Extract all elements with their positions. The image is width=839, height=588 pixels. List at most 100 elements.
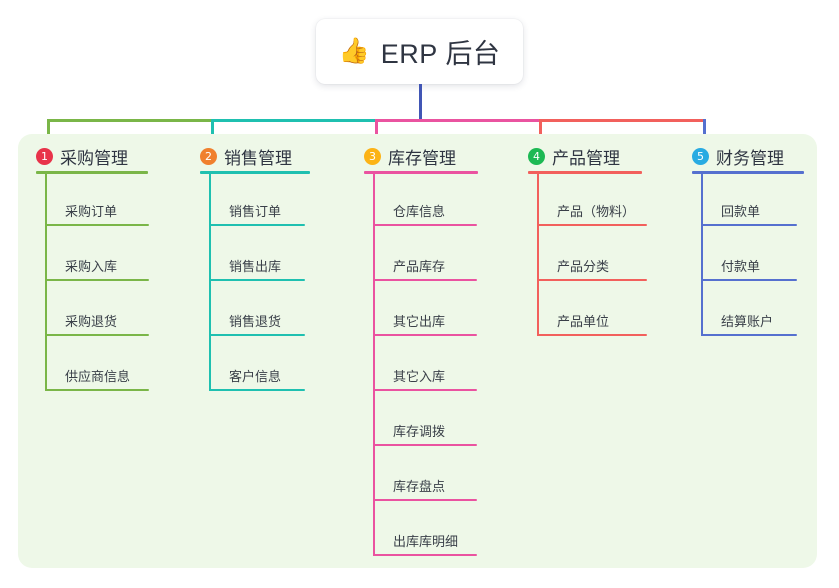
branch-column-5: 5 财务管理回款单付款单结算账户: [692, 134, 828, 568]
leaf-node-rule: [373, 334, 477, 336]
leaf-node-label: 结算账户: [721, 314, 774, 329]
leaf-node-rule: [209, 334, 305, 336]
leaf-node[interactable]: 库存盘点: [373, 471, 477, 501]
leaf-node-label: 付款单: [721, 259, 761, 274]
leaf-node-label: 采购入库: [65, 259, 118, 274]
leaf-node[interactable]: 销售订单: [209, 196, 305, 226]
leaf-node-label: 客户信息: [229, 369, 282, 384]
leaf-node[interactable]: 其它入库: [373, 361, 477, 391]
leaf-node-label: 销售订单: [229, 204, 282, 219]
branch-header-rule-4: [528, 171, 642, 174]
branch-spine-3: [373, 174, 375, 556]
leaf-node-rule: [373, 499, 477, 501]
branch-header-rule-1: [36, 171, 148, 174]
thumbs-up-icon: 👍: [338, 37, 370, 65]
leaf-node[interactable]: 付款单: [701, 251, 797, 281]
branch-badge-3: 3: [364, 148, 381, 165]
leaf-node[interactable]: 回款单: [701, 196, 797, 226]
leaf-node-label: 产品分类: [557, 259, 610, 274]
leaf-node-label: 产品库存: [393, 259, 446, 274]
branch-title-4: 产品管理: [552, 149, 620, 168]
bus-segment-2: [211, 119, 378, 122]
leaf-node[interactable]: 出库库明细: [373, 526, 477, 556]
leaf-node-rule: [537, 334, 647, 336]
branch-badge-1: 1: [36, 148, 53, 165]
leaf-node-rule: [209, 389, 305, 391]
branch-column-3: 3 库存管理仓库信息产品库存其它出库其它入库库存调拨库存盘点出库库明细: [364, 134, 508, 568]
branch-header-rule-5: [692, 171, 804, 174]
leaf-node-rule: [45, 334, 149, 336]
leaf-node[interactable]: 其它出库: [373, 306, 477, 336]
leaf-node-label: 销售退货: [229, 314, 282, 329]
leaf-node-rule: [373, 389, 477, 391]
leaf-node-rule: [45, 279, 149, 281]
branch-title-2: 销售管理: [224, 149, 292, 168]
leaf-node-rule: [537, 224, 647, 226]
branch-title-1: 采购管理: [60, 149, 128, 168]
branch-header-1[interactable]: 1 采购管理: [36, 144, 128, 169]
leaf-node-rule: [701, 334, 797, 336]
branch-spine-2: [209, 174, 211, 391]
branch-column-4: 4 产品管理产品（物料） 产品分类产品单位: [528, 134, 678, 568]
branch-badge-5: 5: [692, 148, 709, 165]
leaf-node-rule: [701, 224, 797, 226]
branch-header-3[interactable]: 3 库存管理: [364, 144, 456, 169]
leaf-node-rule: [373, 444, 477, 446]
leaf-node-label: 产品（物料）: [557, 204, 636, 219]
leaf-node-rule: [209, 279, 305, 281]
leaf-node-rule: [45, 389, 149, 391]
leaf-node-rule: [209, 224, 305, 226]
leaf-node-label: 采购订单: [65, 204, 118, 219]
leaf-node-rule: [701, 279, 797, 281]
branch-spine-4: [537, 174, 539, 336]
leaf-node[interactable]: 产品单位: [537, 306, 647, 336]
leaf-node[interactable]: 客户信息: [209, 361, 305, 391]
leaf-node-label: 采购退货: [65, 314, 118, 329]
branch-panel: [18, 134, 817, 568]
root-node-label: ERP 后台: [380, 39, 501, 69]
branch-header-rule-3: [364, 171, 478, 174]
root-node-content: 👍 ERP 后台: [339, 32, 501, 71]
root-node[interactable]: 👍 ERP 后台: [316, 19, 523, 84]
leaf-node-label: 回款单: [721, 204, 761, 219]
leaf-node[interactable]: 产品分类: [537, 251, 647, 281]
leaf-node-label: 库存调拨: [393, 424, 446, 439]
leaf-node[interactable]: 库存调拨: [373, 416, 477, 446]
leaf-node-rule: [373, 279, 477, 281]
branch-header-5[interactable]: 5 财务管理: [692, 144, 784, 169]
leaf-node[interactable]: 采购入库: [45, 251, 149, 281]
branch-badge-4: 4: [528, 148, 545, 165]
leaf-node[interactable]: 销售出库: [209, 251, 305, 281]
leaf-node-rule: [537, 279, 647, 281]
branch-spine-5: [701, 174, 703, 336]
leaf-node-rule: [373, 224, 477, 226]
leaf-node[interactable]: 产品库存: [373, 251, 477, 281]
leaf-node-label: 仓库信息: [393, 204, 446, 219]
leaf-node-label: 库存盘点: [393, 479, 446, 494]
bus-segment-4: [539, 119, 706, 122]
leaf-node-rule: [373, 554, 477, 556]
branch-header-4[interactable]: 4 产品管理: [528, 144, 620, 169]
root-trunk-line: [419, 84, 422, 122]
branch-spine-1: [45, 174, 47, 391]
leaf-node-label: 供应商信息: [65, 369, 131, 384]
leaf-node-rule: [45, 224, 149, 226]
leaf-node-label: 产品单位: [557, 314, 610, 329]
branch-title-5: 财务管理: [716, 149, 784, 168]
leaf-node-label: 其它入库: [393, 369, 446, 384]
leaf-node[interactable]: 采购订单: [45, 196, 149, 226]
leaf-node[interactable]: 供应商信息: [45, 361, 149, 391]
branch-title-3: 库存管理: [388, 149, 456, 168]
leaf-node-label: 其它出库: [393, 314, 446, 329]
leaf-node[interactable]: 产品（物料）: [537, 196, 647, 226]
leaf-node[interactable]: 仓库信息: [373, 196, 477, 226]
leaf-node-label: 出库库明细: [393, 534, 459, 549]
leaf-node[interactable]: 采购退货: [45, 306, 149, 336]
bus-segment-1: [47, 119, 214, 122]
branch-column-1: 1 采购管理采购订单采购入库采购退货供应商信息: [36, 134, 180, 568]
leaf-node[interactable]: 结算账户: [701, 306, 797, 336]
leaf-node[interactable]: 销售退货: [209, 306, 305, 336]
